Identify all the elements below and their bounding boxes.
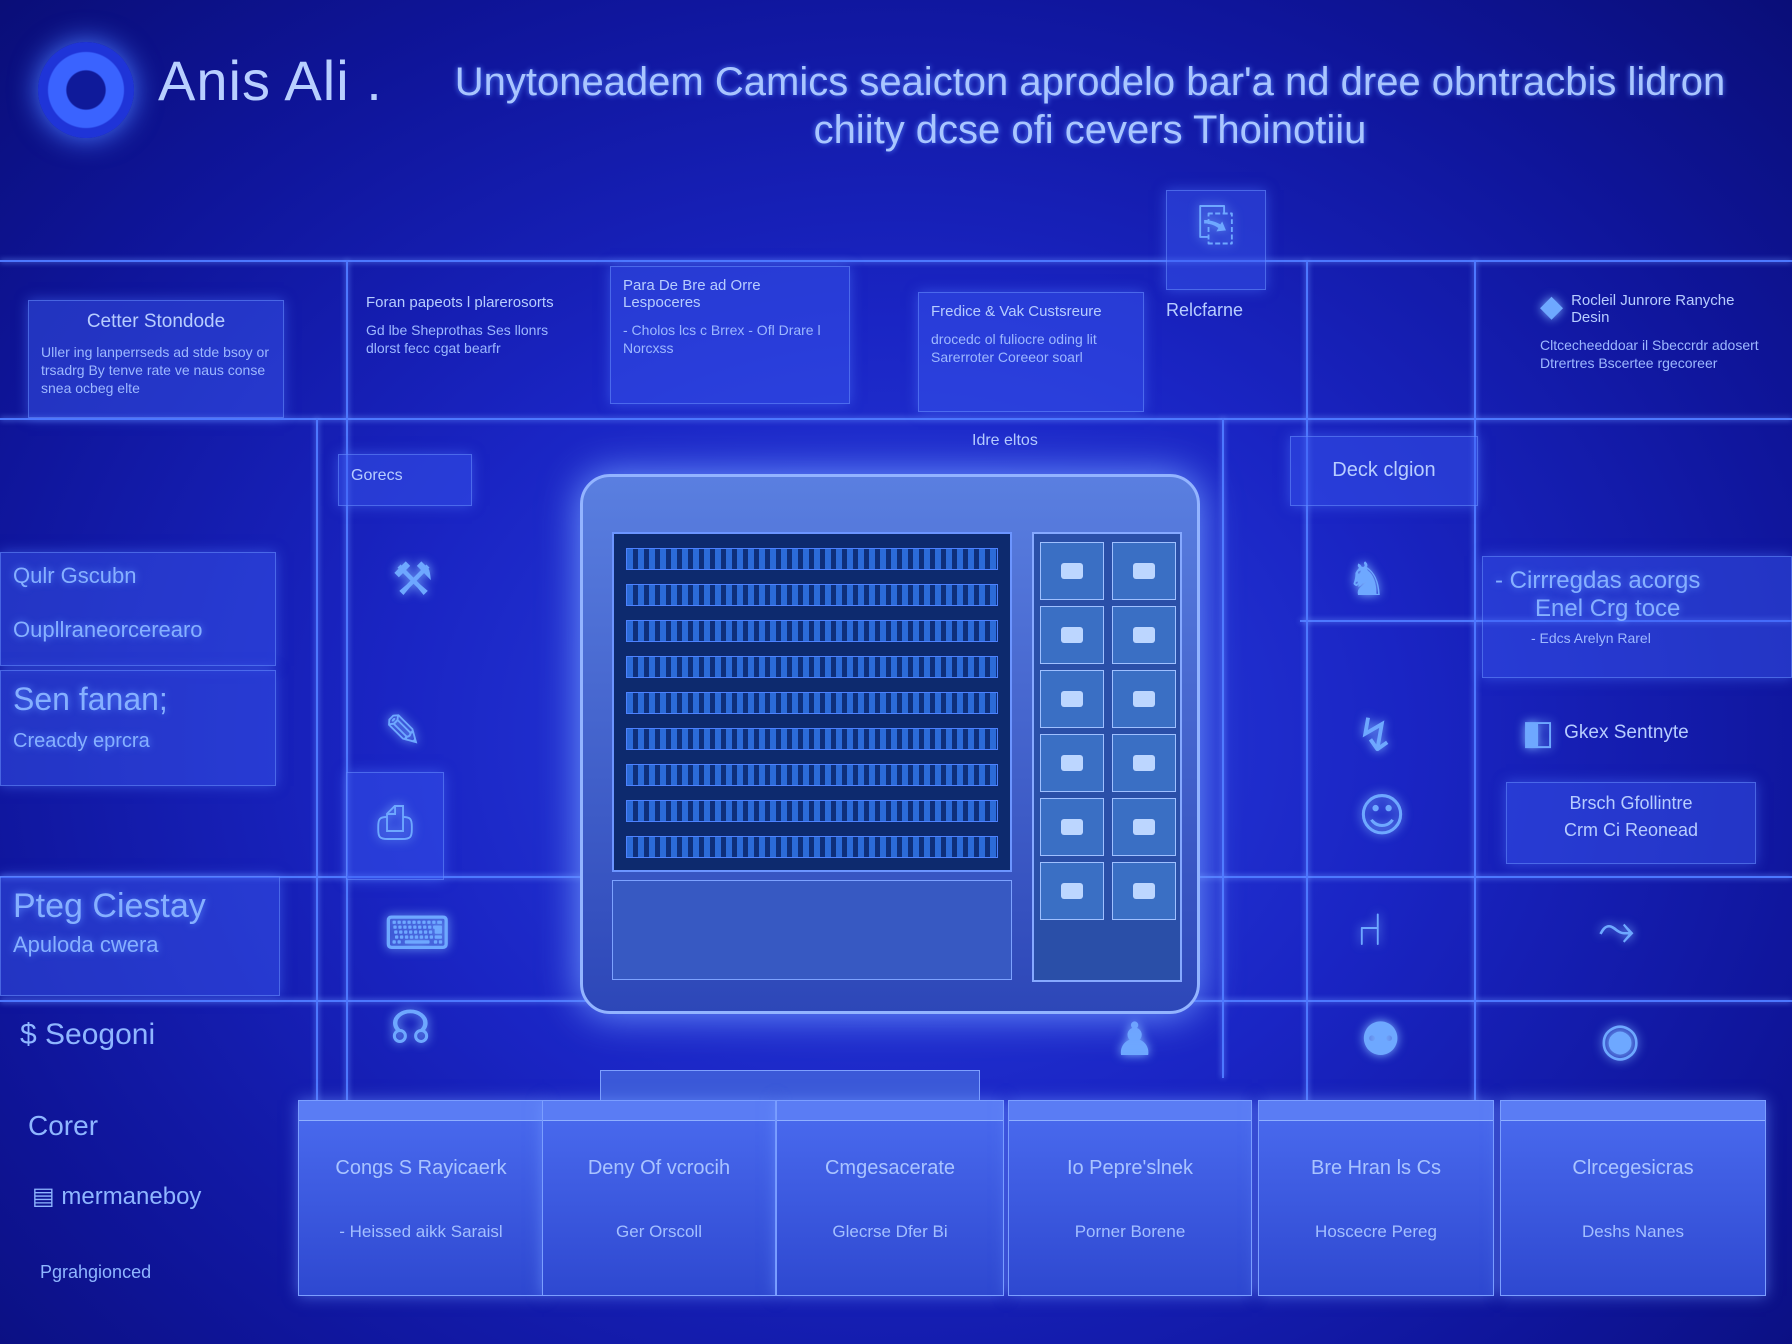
panel-text: Uller ing lanperrseds ad stde bsoy or tr… xyxy=(41,344,270,396)
box-label: Cmgesacerate xyxy=(824,1157,956,1179)
sidebar-item[interactable]: ▤ mermaneboy xyxy=(32,1182,201,1211)
user-icon: ♞ xyxy=(1346,552,1388,606)
box-label: Deny Of vcrocih xyxy=(587,1157,731,1179)
panel-text: drocedc ol fuliocre oding lit Sarerroter… xyxy=(931,331,1097,365)
reference-label: Relcfarne xyxy=(1166,300,1244,320)
panel-title: - Cirrregdas acorgs xyxy=(1495,567,1701,594)
panel-title: Cetter Stondode xyxy=(86,311,226,332)
bird-icon: ⤳ xyxy=(1598,902,1635,956)
sidebar-item-label: Oupllraneorcerearo xyxy=(13,617,203,642)
grid-line xyxy=(1474,260,1476,1140)
panel-title: Brsch Gfollintre xyxy=(1569,793,1693,813)
box-sub: Deshs Nanes xyxy=(1581,1222,1685,1241)
right-panel-brush[interactable]: Brsch Gfollintre Crm Ci Reonead xyxy=(1506,782,1756,864)
bottom-box-2[interactable]: Deny Of vcrocih Ger Orscoll xyxy=(542,1100,776,1296)
box-sub: Porner Borene xyxy=(1074,1222,1186,1241)
scanner-icon: ⎙ xyxy=(376,795,414,849)
chair-icon: ⑁ xyxy=(1356,902,1384,956)
server-drawers xyxy=(1032,532,1182,982)
arrow-icon: ↯ xyxy=(1356,708,1395,762)
robot-icon: ⚉ xyxy=(1360,1012,1402,1066)
box-label: Congs S Rayicaerk xyxy=(335,1157,507,1179)
box-sub: Hoscecre Pereg xyxy=(1315,1222,1437,1241)
box-label: Clrcegesicras xyxy=(1572,1157,1694,1179)
right-panel-challenges[interactable]: - Cirrregdas acorgs Enel Crg toce - Edcs… xyxy=(1482,556,1792,678)
right-item-sync[interactable]: ◧ Gkex Sentnyte xyxy=(1522,716,1689,750)
sidebar-item-label: Apuloda cwera xyxy=(13,932,159,957)
top-panel-forms[interactable]: Foran papeots l plarerosorts Gd lbe Shep… xyxy=(366,294,586,404)
server-base xyxy=(612,880,1012,980)
server-rack xyxy=(612,532,1012,872)
box-sub: Ger Orscoll xyxy=(616,1222,702,1241)
person-icon: ♟ xyxy=(1114,1012,1156,1066)
headset-icon: ☊ xyxy=(390,1000,431,1054)
brand-name: Anis Ali . xyxy=(158,49,383,112)
brand-logo-icon xyxy=(38,42,134,138)
grid-line xyxy=(346,260,348,1140)
folder-icon: ◧ xyxy=(1522,713,1555,753)
bottom-box-6[interactable]: Clrcegesicras Deshs Nanes xyxy=(1500,1100,1766,1296)
sidebar-item[interactable]: $ Seogoni xyxy=(20,1018,155,1052)
pen-icon: ✎ xyxy=(384,704,423,758)
tools-icon: ⚒ xyxy=(392,552,434,606)
panel-sub: Enel Crg toce xyxy=(1535,595,1681,622)
panel-title: Para De Bre ad Orre Lespoceres xyxy=(623,277,761,311)
sidebar-item-label: mermaneboy xyxy=(61,1183,202,1210)
bottom-box-1[interactable]: Congs S Rayicaerk - Heissed aikk Saraisl xyxy=(298,1100,544,1296)
deck-option-button[interactable]: Deck clgion xyxy=(1290,436,1478,506)
bottom-box-4[interactable]: Io Pepre'slnek Porner Borene xyxy=(1008,1100,1252,1296)
bottom-box-3[interactable]: Cmgesacerate Glecrse Dfer Bi xyxy=(776,1100,1004,1296)
grid-line xyxy=(0,260,1792,262)
top-panel-resources[interactable]: Para De Bre ad Orre Lespoceres - Cholos … xyxy=(610,266,850,404)
box-sub: Glecrse Dfer Bi xyxy=(832,1222,948,1241)
panel-sub: Crm Ci Reonead xyxy=(1563,820,1699,840)
computer-icon: ⌨ xyxy=(384,906,451,960)
panel-text: Cltcecheeddoar il Sbeccrdr adosert Dtrer… xyxy=(1540,337,1759,371)
panel-title: Rocleil Junrore Ranyche Desin xyxy=(1571,292,1735,326)
panel-title: Foran papeots l plarerosorts xyxy=(366,294,554,311)
sidebar-card-2[interactable]: Sen fanan; Creacdy eprcra xyxy=(0,670,276,786)
dollar-icon: $ xyxy=(20,1018,37,1051)
sidebar-footer-label: Pgrahgionced xyxy=(40,1262,152,1282)
clipboard-tile[interactable]: ⎘ xyxy=(1166,190,1266,290)
scanner-tile[interactable]: ⎙ xyxy=(346,772,444,880)
sidebar-item-label: Pteg Ciestay xyxy=(13,887,206,925)
box-label: Bre Hran ls Cs xyxy=(1310,1157,1442,1179)
grid-line xyxy=(0,418,1792,420)
small-tag-button[interactable]: Gorecs xyxy=(338,454,472,506)
panel-title: Gkex Sentnyte xyxy=(1564,722,1689,743)
top-panel-standard[interactable]: Cetter Stondode Uller ing lanperrseds ad… xyxy=(28,300,284,418)
panel-title: Fredice & Vak Custsreure xyxy=(931,303,1102,320)
deck-option-label: Deck clgion xyxy=(1332,459,1436,481)
top-panel-ranges[interactable]: ◆ Rocleil Junrore Ranyche Desin Cltceche… xyxy=(1540,292,1770,412)
face-icon: ☺ xyxy=(1358,788,1406,842)
grid-line xyxy=(1222,418,1224,1078)
sidebar-item-label: Seogoni xyxy=(45,1018,156,1051)
box-label: Io Pepre'slnek xyxy=(1066,1157,1194,1179)
panel-text: - Cholos lcs c Brrex - Ofl Drare l Norcx… xyxy=(623,322,821,356)
bottom-box-5[interactable]: Bre Hran ls Cs Hoscecre Pereg xyxy=(1258,1100,1494,1296)
grid-line xyxy=(316,418,318,1118)
sidebar-item-label: Creacdy eprcra xyxy=(13,730,150,752)
panel-small: - Edcs Arelyn Rarel xyxy=(1531,630,1651,646)
top-panel-feedback[interactable]: Fredice & Vak Custsreure drocedc ol fuli… xyxy=(918,292,1144,412)
sidebar-card-1[interactable]: Qulr Gscubn Oupllraneorcerearo xyxy=(0,552,276,666)
sidebar-item-label: Qulr Gscubn xyxy=(13,563,137,588)
box-sub: - Heissed aikk Saraisl xyxy=(339,1222,503,1241)
sidebar-item[interactable]: Corer xyxy=(28,1110,99,1141)
shield-icon: ◆ xyxy=(1540,289,1564,324)
panel-text: Gd lbe Sheprothas Ses llonrs dlorst fecc… xyxy=(366,322,549,356)
sidebar-card-3[interactable]: Pteg Ciestay Apuloda cwera xyxy=(0,876,280,996)
clipboard-icon: ⎘ xyxy=(1197,197,1235,251)
globe-icon: ◉ xyxy=(1600,1012,1641,1066)
small-tag-label: Gorecs xyxy=(351,467,403,484)
page-headline: Unytoneadem Camics seaicton aprodelo bar… xyxy=(454,60,1726,152)
center-small-label: Idre eltos xyxy=(972,432,1038,449)
grid-line xyxy=(1306,260,1308,1140)
grid-line xyxy=(1300,620,1792,622)
sidebar-item-label: Sen fanan; xyxy=(13,681,168,717)
document-icon: ▤ xyxy=(32,1183,55,1210)
